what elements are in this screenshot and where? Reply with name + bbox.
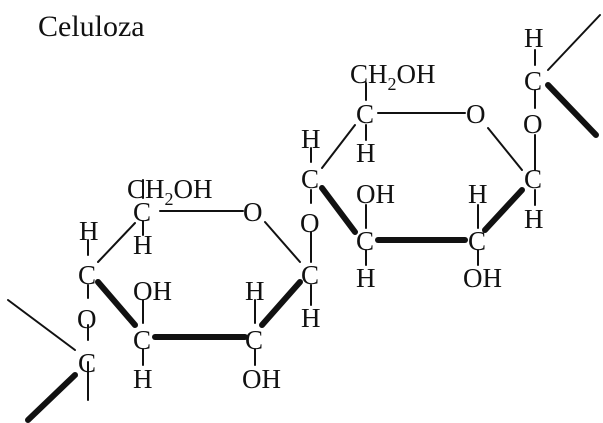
ch2oh-ch: CH <box>127 174 165 204</box>
atom-c: C <box>301 260 319 290</box>
bond-left-end <box>7 299 76 351</box>
ch2oh-label: CH2OH <box>350 59 436 94</box>
bond-right-end <box>547 14 601 71</box>
atom-c: C <box>245 325 263 355</box>
atom-h: H <box>133 230 153 260</box>
atom-h: H <box>79 216 99 246</box>
atom-labels: H C O C CH2OH C H OH C H O H C OH C H O … <box>77 23 544 394</box>
atom-oh: OH <box>356 179 395 209</box>
atom-c: C <box>78 260 96 290</box>
ch2oh-oh: OH <box>397 59 436 89</box>
bond-ring1-c <box>259 279 303 328</box>
atom-o: O <box>300 208 320 238</box>
atom-h: H <box>524 204 544 234</box>
bond-ring1-d <box>264 221 301 263</box>
atom-c: C <box>356 226 374 256</box>
atom-c: C <box>524 66 542 96</box>
atom-oh: OH <box>463 263 502 293</box>
atom-oh: OH <box>242 364 281 394</box>
atom-h: H <box>301 124 321 154</box>
atom-o: O <box>243 197 263 227</box>
bond-left-end-lower <box>25 372 78 423</box>
atom-c: C <box>468 226 486 256</box>
atom-c: C <box>133 325 151 355</box>
atom-h: H <box>133 364 153 394</box>
ch2oh-oh: OH <box>174 174 213 204</box>
atom-h: H <box>468 179 488 209</box>
atom-c: C <box>301 164 319 194</box>
ch2oh-label: CH2OH <box>127 174 213 209</box>
atom-o: O <box>77 304 97 334</box>
diagram-title: Celuloza <box>38 10 145 43</box>
atom-o: O <box>466 99 486 129</box>
bond-ring2-b <box>319 185 358 235</box>
bond-ring2-a <box>321 124 356 169</box>
bond-lines <box>7 14 601 423</box>
bond-ring2-c <box>482 187 525 233</box>
atom-o: O <box>523 109 543 139</box>
atom-h: H <box>356 138 376 168</box>
ch2oh-subscript: 2 <box>388 74 397 94</box>
bond-right-end-lower <box>545 82 599 138</box>
atom-c: C <box>78 348 96 378</box>
ch2oh-ch: CH <box>350 59 388 89</box>
atom-c: C <box>133 197 151 227</box>
atom-c: C <box>356 99 374 129</box>
bond-ring2-d <box>487 127 523 171</box>
bond-ring1-b <box>95 279 138 328</box>
atom-c: C <box>524 164 542 194</box>
atom-oh: OH <box>133 276 172 306</box>
ch2oh-subscript: 2 <box>165 189 174 209</box>
atom-h: H <box>524 23 544 53</box>
bond-ring1-a <box>97 222 136 263</box>
atom-h: H <box>245 276 265 306</box>
atom-h: H <box>301 303 321 333</box>
atom-h: H <box>356 263 376 293</box>
